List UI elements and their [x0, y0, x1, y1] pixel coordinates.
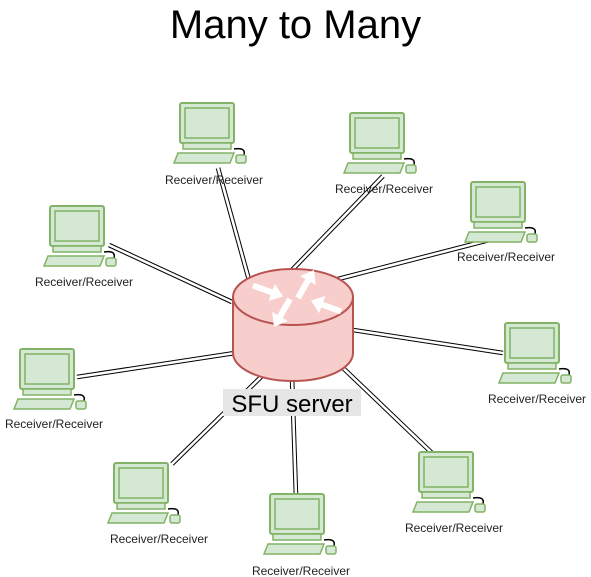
- computer-icon: [107, 462, 181, 524]
- receiver-label: Receiver/Receiver: [35, 275, 133, 289]
- receiver-label: Receiver/Receiver: [405, 521, 503, 535]
- computer-icon: [412, 451, 486, 513]
- computer-icon: [498, 322, 572, 384]
- receiver-computer: Receiver/Receiver: [5, 348, 103, 431]
- diagram-title: Many to Many: [169, 3, 422, 47]
- receiver-computer: Receiver/Receiver: [335, 112, 433, 196]
- receiver-computer: Receiver/Receiver: [165, 102, 263, 187]
- receiver-label: Receiver/Receiver: [457, 250, 555, 264]
- receiver-computer: Receiver/Receiver: [35, 205, 133, 289]
- receiver-label: Receiver/Receiver: [110, 532, 208, 546]
- receiver-computer: Receiver/Receiver: [488, 322, 586, 406]
- receiver-label: Receiver/Receiver: [165, 173, 263, 187]
- computer-icon: [43, 205, 117, 267]
- receiver-label: Receiver/Receiver: [252, 564, 350, 577]
- computer-icon: [343, 112, 417, 174]
- receiver-computer: Receiver/Receiver: [457, 181, 555, 264]
- network-links: [76, 167, 504, 497]
- receiver-computer: Receiver/Receiver: [252, 493, 350, 577]
- receiver-label: Receiver/Receiver: [5, 417, 103, 431]
- server-label: SFU server: [231, 391, 352, 418]
- sfu-server: SFU server: [223, 268, 361, 418]
- computer-icon: [13, 348, 87, 410]
- receiver-computer: Receiver/Receiver: [107, 462, 208, 546]
- receiver-label: Receiver/Receiver: [488, 392, 586, 406]
- computer-icon: [173, 102, 247, 164]
- computer-icon: [464, 181, 538, 243]
- receiver-label: Receiver/Receiver: [335, 182, 433, 196]
- receiver-computer: Receiver/Receiver: [405, 451, 503, 535]
- router-icon: [251, 270, 343, 327]
- computer-icon: [263, 493, 337, 555]
